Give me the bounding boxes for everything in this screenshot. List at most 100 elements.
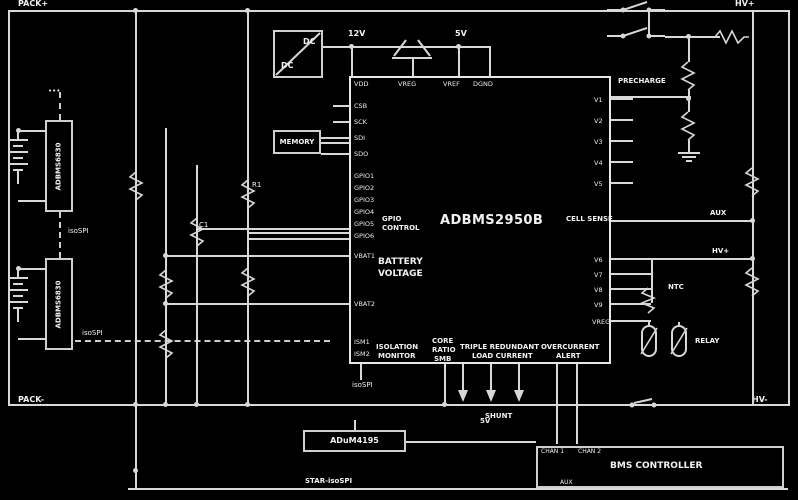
isospi-top-label: ••• <box>48 87 61 95</box>
wire-star-left <box>135 470 137 488</box>
pack-left-rail <box>8 10 10 406</box>
isolator-block[interactable] <box>303 430 406 452</box>
pack-right-rail <box>788 10 790 406</box>
main-chip-adbms2950b[interactable] <box>349 76 611 364</box>
node-star-left <box>133 468 138 473</box>
star-isospi-bus <box>128 488 788 490</box>
pin-vref: VREF <box>443 80 460 88</box>
pin-v2: V2 <box>594 117 603 125</box>
gpio-control-label-2: CONTROL <box>382 224 420 232</box>
pin-sdo: SDO <box>354 150 369 158</box>
wire-oc-2 <box>576 364 578 444</box>
fuse-symbol <box>629 398 657 408</box>
label-pack-minus: PACK- <box>18 395 45 404</box>
dcdc-slash-icon <box>275 32 321 76</box>
label-12v: 12V <box>348 29 366 38</box>
pin-v4: V4 <box>594 159 603 167</box>
pin-v7: V7 <box>594 271 603 279</box>
bms-controller-label: BMS CONTROLLER <box>610 461 703 471</box>
wire-vreg-r <box>611 320 651 322</box>
wire-hvdiv-mid <box>688 90 690 112</box>
pin-gpio4: GPIO4 <box>354 208 375 216</box>
node-12v <box>349 44 354 49</box>
pin-gpio1: GPIO1 <box>354 172 375 180</box>
contactor-switch-1[interactable] <box>605 1 665 48</box>
fn-isolation-2: MONITOR <box>378 352 416 360</box>
wire-sck <box>333 121 349 123</box>
gpio-control-label-1: GPIO <box>382 215 402 223</box>
bus-line-1 <box>135 10 137 490</box>
pin-v5: V5 <box>594 180 603 188</box>
node-bus1-top <box>133 8 138 13</box>
wire-precharge-run <box>665 36 720 38</box>
pin-dgnd: DGND <box>473 80 493 88</box>
pin-gpio6: GPIO6 <box>354 232 375 240</box>
bus-line-2 <box>165 128 167 404</box>
wire-right-col <box>651 258 653 303</box>
fn-triple-2: LOAD CURRENT <box>472 352 533 360</box>
thermistor-1 <box>640 322 658 357</box>
wire-vbat1 <box>165 255 349 257</box>
memory-block[interactable] <box>273 130 321 154</box>
shunt-arrows <box>458 364 524 402</box>
resistor-precharge <box>714 29 749 45</box>
isospi-link-label: isoSPI <box>68 227 89 235</box>
isospi-link-modules <box>59 212 61 258</box>
rail-12v-drop <box>351 46 353 78</box>
cap-label-r1: R1 <box>252 181 262 189</box>
wire-v7 <box>611 273 651 275</box>
wire-v8 <box>611 288 651 290</box>
pin-ism2: ISM2 <box>354 350 370 358</box>
main-chip-part-number: ADBMS2950B <box>440 213 544 228</box>
wire-v3 <box>611 140 633 142</box>
pack-bottom-rail <box>8 404 790 406</box>
bms-pin-chan2: CHAN 2 <box>578 448 602 455</box>
batt2-bot-wire <box>18 338 46 340</box>
wire-gpio-bus-a <box>247 232 349 234</box>
batt2-top-wire <box>18 268 46 270</box>
pin-gpio3: GPIO3 <box>354 196 375 204</box>
pin-vreg-top: VREG <box>398 80 417 88</box>
wire-ism-down <box>444 364 446 404</box>
pin-ism1: ISM1 <box>354 338 370 346</box>
wire-v9 <box>611 303 651 305</box>
label-5v: 5V <box>455 29 467 38</box>
node-hvdiv <box>686 96 691 101</box>
fn-triple-1: TRIPLE REDUNDANT <box>460 343 539 351</box>
wire-hv-mid-run <box>611 220 754 222</box>
stack-module-2[interactable] <box>45 258 73 350</box>
wire-oc-1 <box>556 364 558 444</box>
wire-v1-to-hvdiv <box>611 96 691 98</box>
dcdc-bottom-label: DC <box>281 61 294 70</box>
pin-v1: V1 <box>594 96 603 104</box>
label-pack-plus: PACK+ <box>18 0 49 8</box>
node-b2a <box>16 266 21 271</box>
pin-vdd: VDD <box>354 80 369 88</box>
wire-v6 <box>611 258 651 260</box>
resistor-hv-b <box>744 267 760 302</box>
wire-sdo <box>321 153 349 155</box>
wire-vbat2 <box>165 303 349 305</box>
fn-core-2: RATIO <box>432 346 456 354</box>
main-chip-function-1: BATTERY <box>378 257 423 267</box>
pack-top-rail <box>8 10 790 12</box>
cell-sense-label: CELL SENSE <box>566 215 613 223</box>
wire-isolator-up <box>354 420 356 430</box>
node-bus1-bot <box>133 402 138 407</box>
bms-controller-block[interactable] <box>536 446 784 488</box>
shunt-ref-label: 5V <box>480 417 491 425</box>
bms-pin-chan1: CHAN 1 <box>541 448 565 455</box>
stack-module-2-label: ADBMS6830 <box>54 279 63 329</box>
label-hv-plus: HV+ <box>735 0 755 8</box>
stack-module-1[interactable] <box>45 120 73 212</box>
pin-csb: CSB <box>354 102 368 110</box>
pin-gpio2: GPIO2 <box>354 184 375 192</box>
node-bus4-top <box>245 8 250 13</box>
shunt-label: SHUNT <box>485 412 513 420</box>
cap-label-c1: C1 <box>199 221 209 229</box>
resistor-hv-divider-2 <box>680 111 696 146</box>
battery-symbol-1 <box>6 130 32 184</box>
pin-gpio5: GPIO5 <box>354 220 375 228</box>
node-bus2-bot <box>163 402 168 407</box>
